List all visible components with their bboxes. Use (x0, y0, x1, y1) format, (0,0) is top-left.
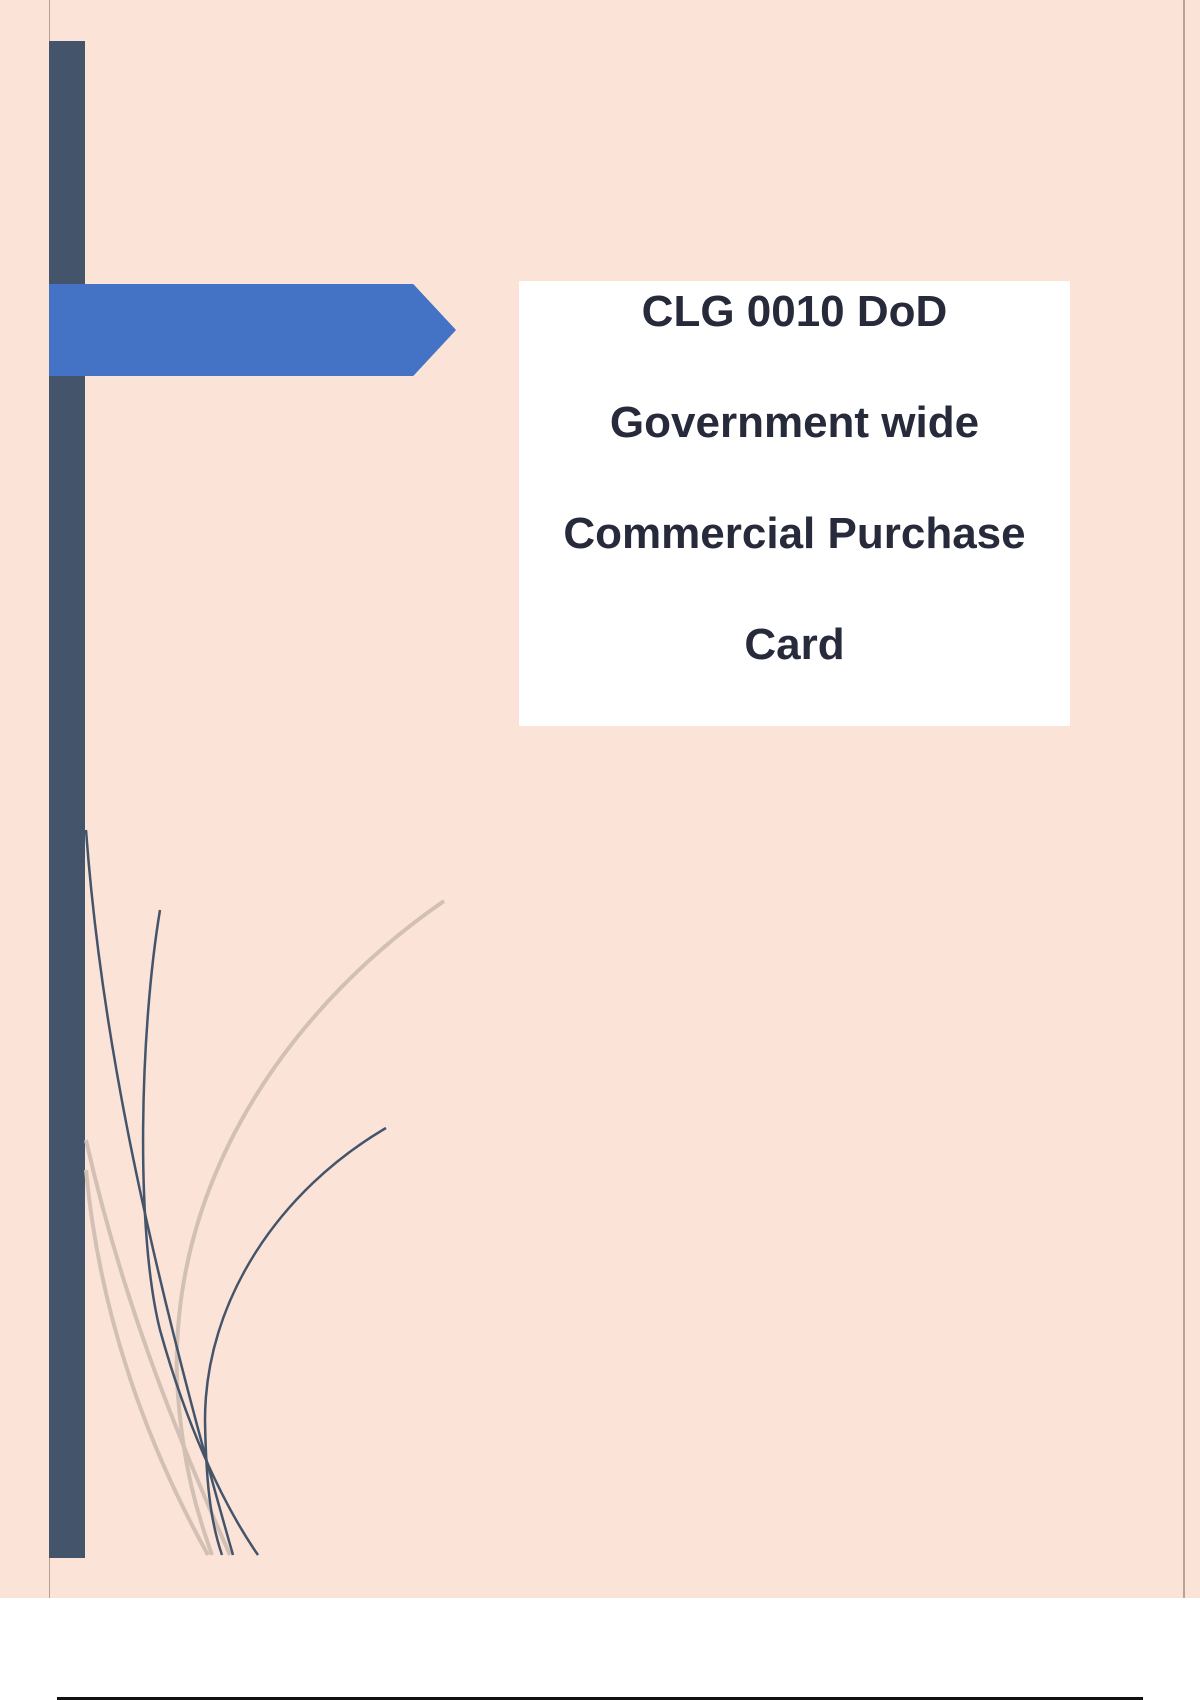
footer-divider (57, 1697, 1143, 1700)
title-line-2: Government wide (609, 398, 980, 447)
arrow-banner-icon (49, 284, 456, 376)
right-margin-guide (1183, 0, 1185, 1598)
title-line-3: Commercial Purchase (563, 509, 1026, 558)
title-box: CLG 0010 DoD Government wide Commercial … (519, 281, 1070, 726)
title-line-4: Card (744, 620, 845, 669)
cover-page: CLG 0010 DoD Government wide Commercial … (0, 0, 1200, 1598)
title-line-1: CLG 0010 DoD (641, 287, 948, 336)
vertical-sidebar-bar-icon (49, 41, 85, 1558)
decorative-curves-icon (84, 829, 446, 1556)
